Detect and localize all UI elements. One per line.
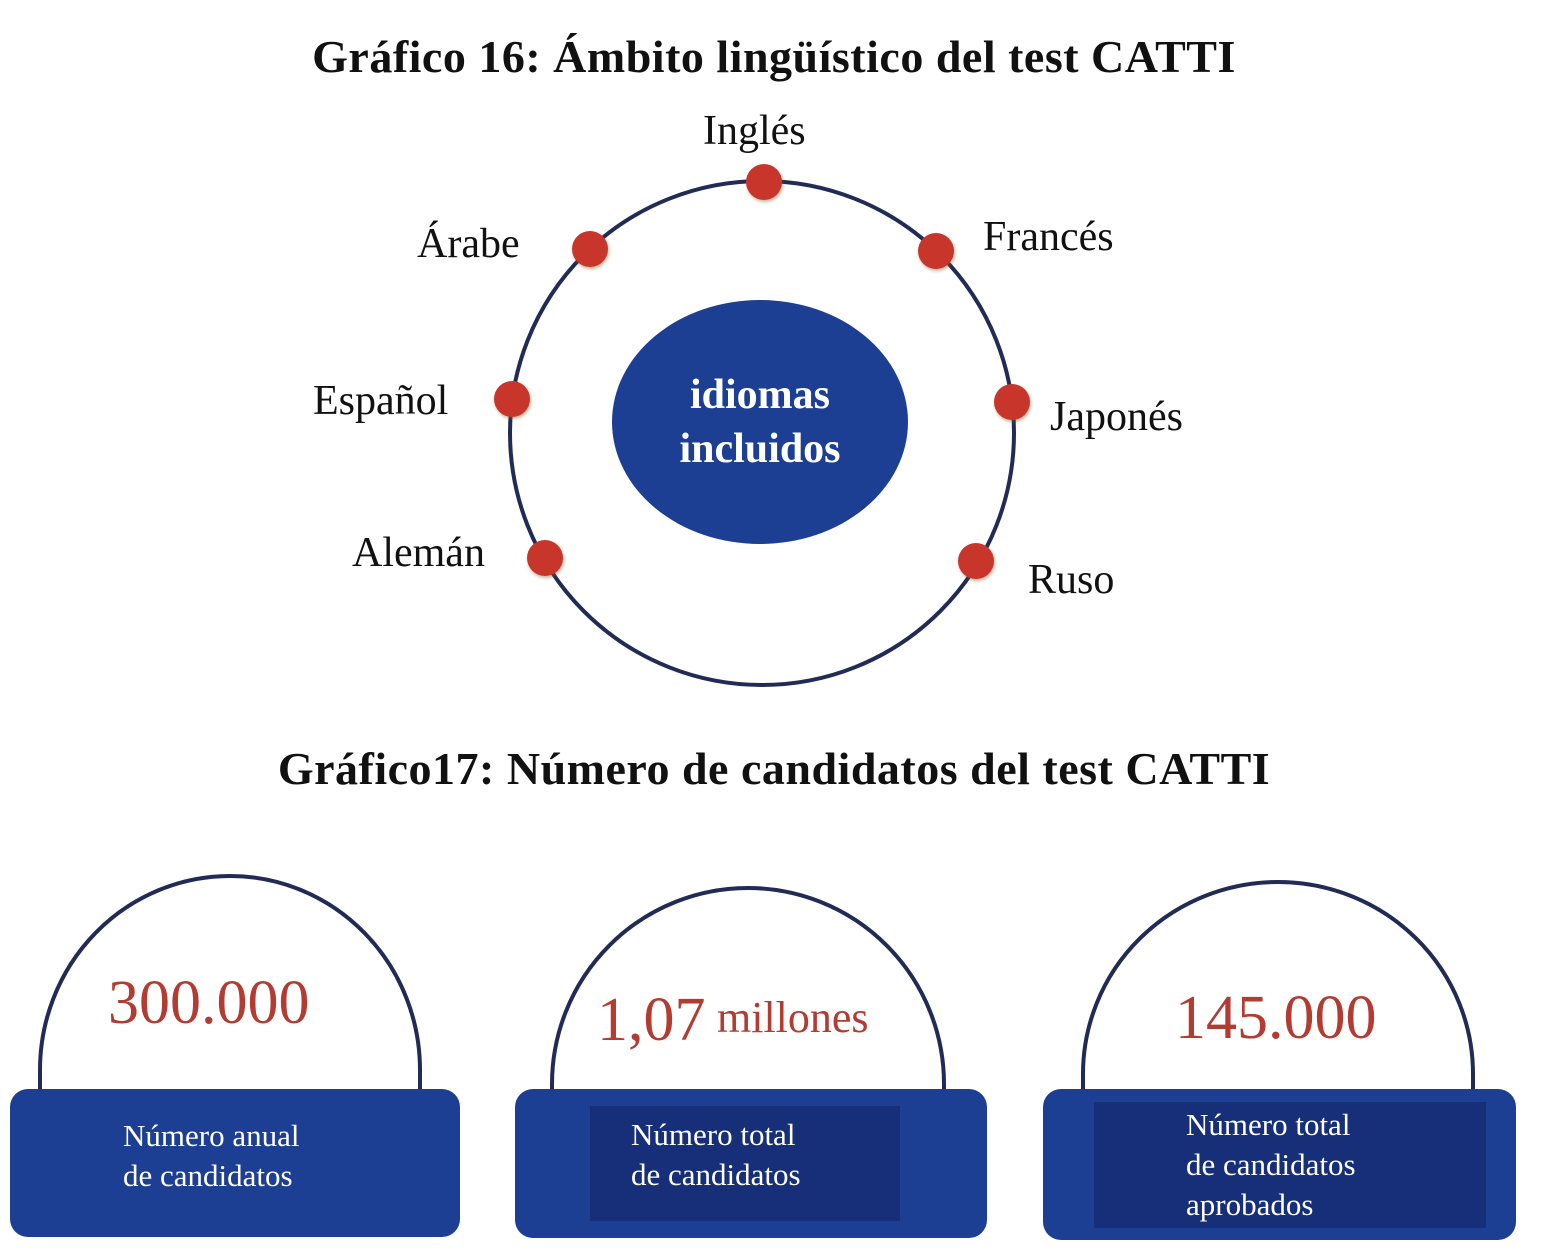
card-3-label-line-3: aprobados (1186, 1187, 1314, 1222)
label-ruso: Ruso (1028, 557, 1115, 603)
card-2-value: 1,07 (597, 986, 706, 1054)
card-3-label: Número total de candidatos aprobados (1186, 1105, 1356, 1225)
dot-aleman (527, 540, 563, 576)
label-aleman: Alemán (352, 530, 485, 576)
dot-ruso (958, 543, 994, 579)
label-japones: Japonés (1050, 394, 1183, 440)
center-label-line-1: idiomas (689, 372, 831, 418)
label-arabe: Árabe (417, 221, 520, 267)
card-2-label: Número total de candidatos (631, 1115, 801, 1195)
card-2-inner-panel (590, 1106, 900, 1221)
card-2-unit: millones (717, 993, 869, 1042)
chart17-title: Gráfico17: Número de candidatos del test… (277, 743, 1271, 794)
card-2-label-line-1: Número total (631, 1117, 796, 1152)
dot-japones (994, 384, 1030, 420)
label-frances: Francés (983, 214, 1114, 260)
card-1-label: Número anual de candidatos (123, 1116, 299, 1196)
label-ingles: Inglés (703, 108, 806, 154)
dot-frances (918, 233, 954, 269)
card-1-label-line-1: Número anual (123, 1118, 300, 1153)
center-ellipse (612, 300, 908, 544)
card-3-value: 145.000 (1175, 984, 1377, 1052)
card-2-label-line-2: de candidatos (631, 1157, 801, 1192)
card-1-label-line-2: de candidatos (123, 1158, 293, 1193)
dome-card-1 (38, 874, 422, 1092)
dot-espanol (494, 381, 530, 417)
label-espanol: Español (313, 378, 449, 424)
card-3-inner-panel (1094, 1102, 1486, 1228)
dot-arabe (572, 231, 608, 267)
dome-card-3 (1081, 880, 1475, 1092)
card-3-label-line-2: de candidatos (1186, 1147, 1356, 1182)
card-1-box (10, 1089, 460, 1237)
center-label-line-2: incluidos (679, 426, 841, 472)
center-label: idiomas incluidos (611, 368, 909, 476)
dome-card-2 (550, 886, 946, 1092)
chart16-title: Gráfico 16: Ámbito lingüístico del test … (312, 31, 1236, 82)
card-3-label-line-1: Número total (1186, 1107, 1351, 1142)
dot-ingles (746, 164, 782, 200)
card-1-value: 300.000 (108, 969, 310, 1037)
